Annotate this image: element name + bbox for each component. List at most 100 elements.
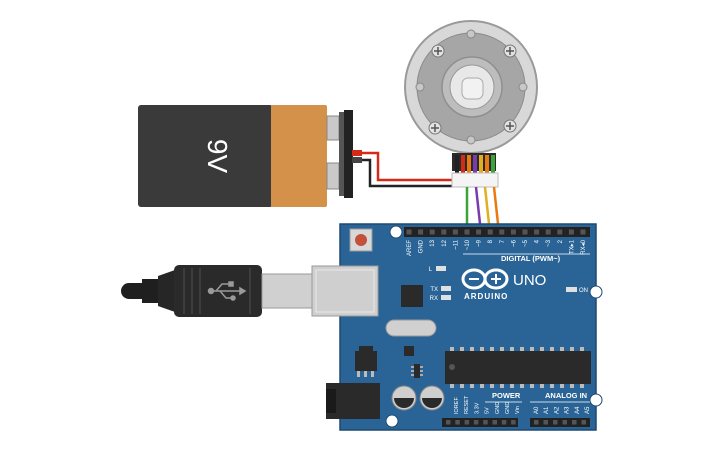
- digital-pin-hole[interactable]: [441, 229, 447, 235]
- power-pin-label: GND: [505, 402, 511, 414]
- analog-pin-hole[interactable]: [572, 420, 577, 425]
- chip-leg: [510, 347, 514, 351]
- atmega-chip: [445, 351, 591, 384]
- chip-leg: [530, 347, 534, 351]
- power-pin-hole[interactable]: [446, 420, 451, 425]
- led-l: [436, 266, 446, 271]
- power-pin-hole[interactable]: [492, 420, 498, 425]
- usb-jack[interactable]: [311, 265, 379, 317]
- digital-pin-hole[interactable]: [452, 229, 458, 235]
- digital-pin-hole[interactable]: [568, 229, 574, 235]
- battery-wire-black[interactable]: [353, 158, 462, 188]
- analog-pin-hole[interactable]: [562, 420, 568, 425]
- chip-leg: [530, 384, 534, 388]
- servo-motor[interactable]: [404, 20, 538, 171]
- digital-pin-holes: [406, 229, 586, 235]
- digital-pin-hole[interactable]: [510, 229, 516, 235]
- digital-pin-hole[interactable]: [580, 229, 586, 235]
- chip-leg: [490, 384, 494, 388]
- analog-pin-label: A3: [565, 406, 571, 414]
- analog-label: ANALOG IN: [545, 391, 587, 400]
- battery-wire-red[interactable]: [353, 151, 462, 182]
- battery-red-clip: [352, 150, 362, 156]
- usb-strain-relief: [142, 279, 158, 303]
- digital-pin-hole[interactable]: [545, 229, 551, 235]
- power-pin-hole[interactable]: [501, 420, 507, 425]
- digital-pin-label: 13: [430, 239, 436, 246]
- mount-hole: [385, 414, 399, 428]
- digital-pin-hole[interactable]: [418, 229, 424, 235]
- power-pin-label: Vin: [515, 406, 521, 414]
- usb-b-connector: [261, 273, 315, 309]
- digital-pin-hole[interactable]: [534, 229, 540, 235]
- chip-leg: [550, 384, 554, 388]
- analog-pin-hole[interactable]: [581, 420, 587, 425]
- chip-leg: [480, 384, 484, 388]
- digital-label: DIGITAL (PWM~): [501, 254, 561, 263]
- reset-button-cap[interactable]: [355, 234, 367, 246]
- power-pin-label: 3.3V: [474, 402, 480, 414]
- digital-pin-hole[interactable]: [499, 229, 505, 235]
- power-pin-hole[interactable]: [455, 420, 460, 425]
- analog-pin-label: A5: [585, 406, 591, 414]
- digital-pin-hole[interactable]: [487, 229, 493, 235]
- smd-resistor-array: [411, 364, 423, 378]
- chip-leg: [460, 347, 464, 351]
- led-on-label: ON: [579, 288, 588, 294]
- analog-pin-label: A1: [544, 406, 550, 414]
- analog-pin-label: A0: [534, 406, 540, 414]
- power-header[interactable]: [442, 418, 518, 427]
- power-pin-hole[interactable]: [483, 420, 488, 425]
- digital-pin-label: TX▸1: [569, 239, 575, 254]
- analog-pin-hole[interactable]: [534, 420, 539, 425]
- battery-terminal-positive[interactable]: [326, 115, 340, 141]
- servo-shaft[interactable]: [461, 77, 484, 100]
- usb-cable[interactable]: [121, 265, 315, 317]
- chip-leg: [580, 384, 584, 388]
- chip-leg: [560, 384, 564, 388]
- digital-pin-label: ~10: [465, 239, 471, 250]
- digital-pin-label: 4: [535, 239, 541, 243]
- servo-connector[interactable]: [451, 172, 499, 188]
- digital-pin-label: ~9: [477, 239, 483, 247]
- analog-pin-hole[interactable]: [543, 420, 549, 425]
- chip-leg: [500, 384, 504, 388]
- digital-pin-label: ~6: [511, 239, 517, 247]
- power-pin-hole[interactable]: [473, 420, 479, 425]
- led-on: [566, 287, 577, 292]
- chip-leg: [490, 347, 494, 351]
- chip-leg: [470, 347, 474, 351]
- digital-pin-hole[interactable]: [429, 229, 435, 235]
- battery-label: 9V: [202, 139, 233, 174]
- led-rx: [441, 295, 451, 300]
- power-pin-hole[interactable]: [464, 420, 470, 425]
- digital-pin-hole[interactable]: [522, 229, 528, 235]
- digital-pin-hole[interactable]: [406, 229, 412, 235]
- battery-9v[interactable]: 9V: [138, 105, 353, 207]
- battery-terminal-negative[interactable]: [326, 162, 340, 190]
- analog-pin-label: A4: [575, 406, 581, 414]
- digital-pin-label: RX◂0: [581, 239, 587, 254]
- analog-pin-hole[interactable]: [553, 420, 558, 425]
- power-pin-hole[interactable]: [511, 420, 516, 425]
- battery-black-clip: [352, 157, 362, 163]
- digital-pin-hole[interactable]: [557, 229, 563, 235]
- usb-grip-ridges: [183, 268, 251, 314]
- analog-header[interactable]: [530, 418, 590, 427]
- chip-leg: [500, 347, 504, 351]
- usb-symbol-icon: [207, 281, 247, 301]
- digital-pin-hole[interactable]: [476, 229, 482, 235]
- digital-pin-hole[interactable]: [464, 229, 470, 235]
- digital-header[interactable]: [404, 227, 590, 237]
- mount-hole: [589, 285, 603, 299]
- digital-pin-label: 2: [558, 239, 564, 243]
- arduino-brand: ARDUINO: [464, 292, 508, 301]
- chip-leg: [480, 347, 484, 351]
- led-tx-label: TX: [430, 287, 438, 293]
- chip-leg: [460, 384, 464, 388]
- chip-leg: [570, 384, 574, 388]
